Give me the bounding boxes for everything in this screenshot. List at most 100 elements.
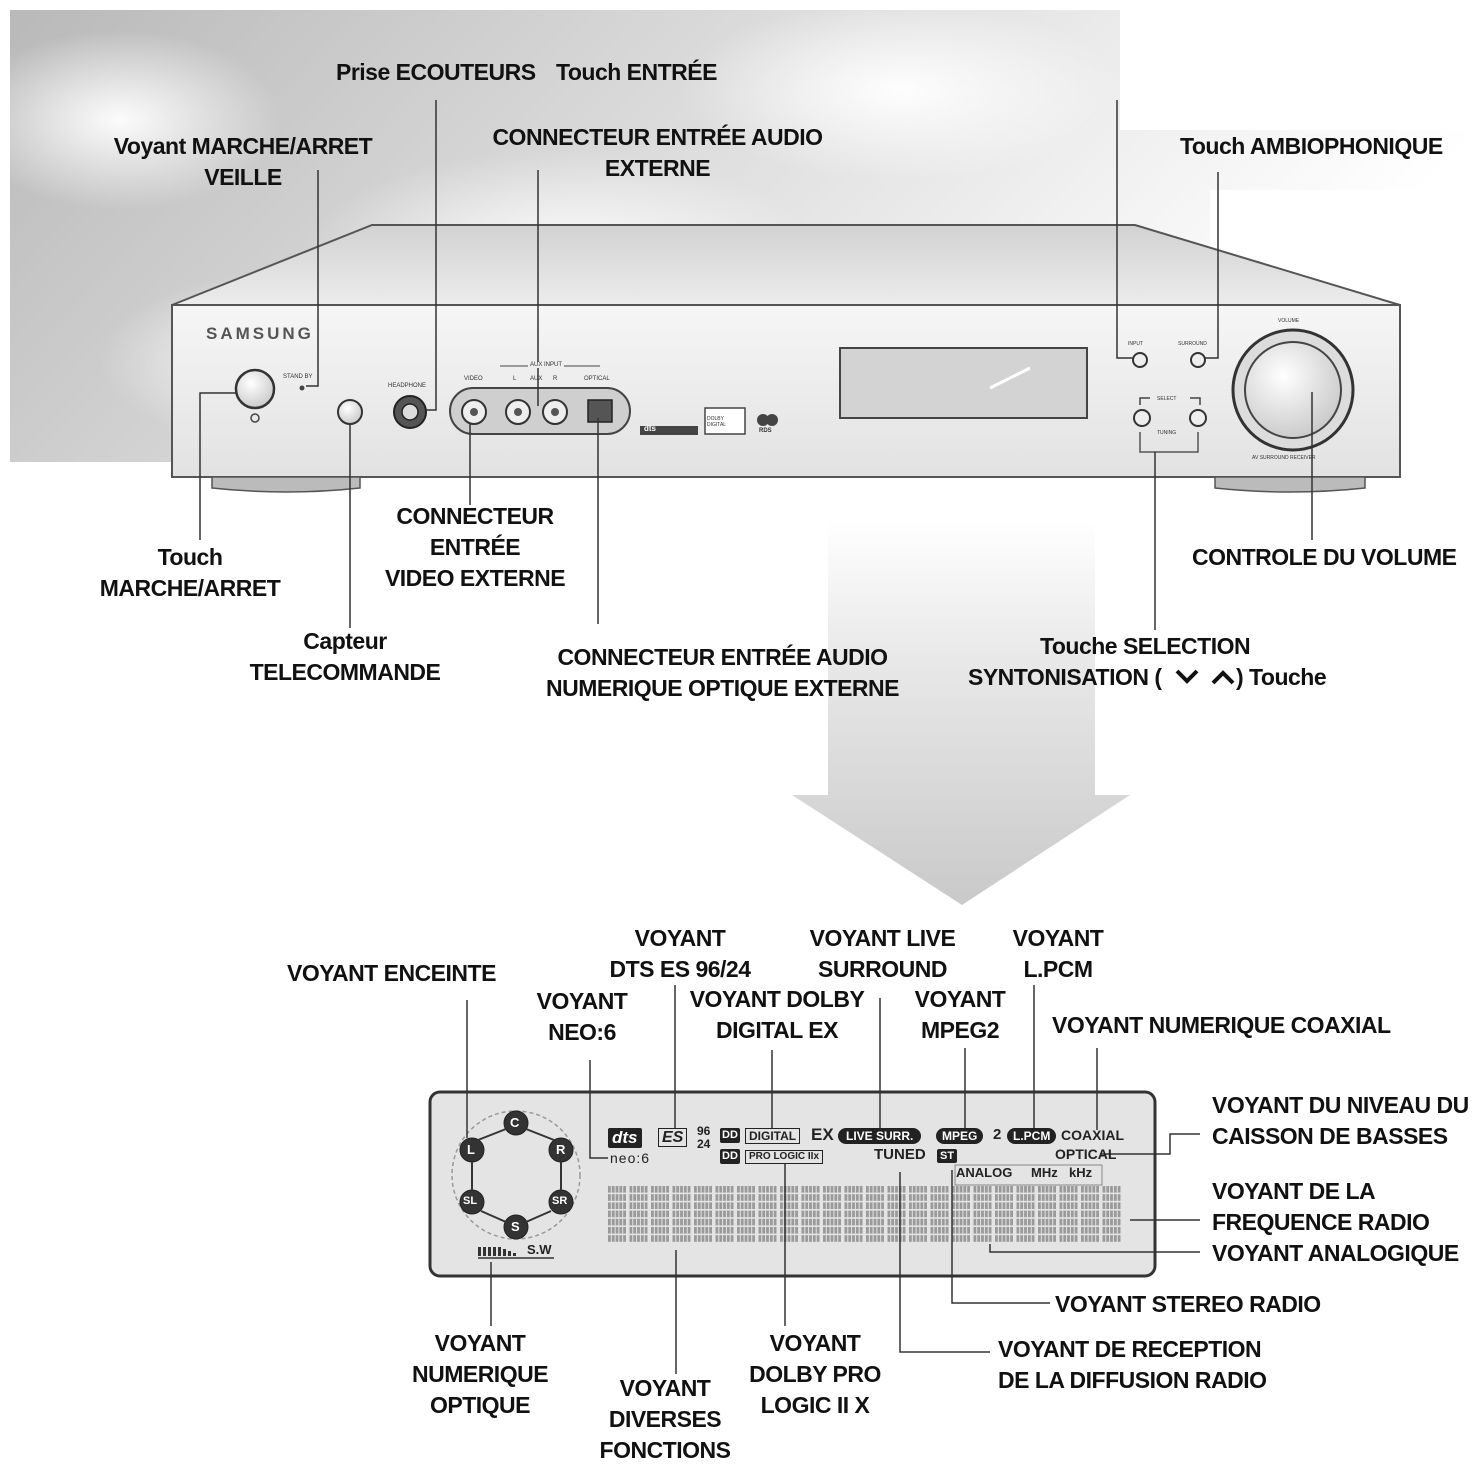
coaxial-indicator: COAXIAL <box>1061 1127 1124 1143</box>
dolby-pl-icon: DD <box>720 1149 740 1164</box>
lcd-leader-lines <box>466 985 1200 1374</box>
right-text: R <box>553 376 558 382</box>
speaker-l: L <box>467 1142 475 1157</box>
pro-logic-indicator: PRO LOGIC IIx <box>745 1150 824 1164</box>
optical-indicator-label: VOYANT NUMERIQUE OPTIQUE <box>411 1330 549 1418</box>
khz-indicator: kHz <box>1069 1165 1093 1180</box>
pro-logic-indicator-label: VOYANT DOLBY PRO LOGIC II X <box>749 1330 881 1418</box>
mpeg-indicator: MPEG <box>936 1128 984 1144</box>
surround-key-label: Touch AMBIOPHONIQUE <box>1180 133 1443 159</box>
speaker-lines <box>471 1128 562 1223</box>
speaker-sr: SR <box>552 1195 568 1207</box>
k24-indicator: 24 <box>697 1137 711 1151</box>
speaker-s: S <box>511 1219 520 1234</box>
aux-panel <box>449 387 631 435</box>
select-text: SELECT <box>1157 396 1177 402</box>
volume-text: VOLUME <box>1278 318 1300 324</box>
aux-text: AUX <box>530 376 543 382</box>
mpeg2-indicator-label: VOYANT MPEG2 <box>914 986 1006 1043</box>
receiver-foot <box>211 476 361 493</box>
mpeg-2-indicator: 2 <box>993 1126 1002 1143</box>
k96-indicator: 96 <box>697 1124 711 1138</box>
reception-indicator-label: VOYANT DE RECEPTION DE LA DIFFUSION RADI… <box>998 1336 1267 1393</box>
tuning-up-button <box>1189 409 1207 427</box>
subwoofer-level-indicator-label: VOYANT DU NIVEAU DU CAISSON DE BASSES <box>1212 1092 1469 1149</box>
aux-input-text: AUX INPUT <box>528 362 565 368</box>
power-icon <box>250 413 260 423</box>
surround-button <box>1190 352 1206 368</box>
tuning-keys-label-line2b: ) Touche <box>1236 664 1327 690</box>
tuning-down-button <box>1133 409 1151 427</box>
video-in-label: CONNECTEUR ENTRÉE VIDEO EXTERNE <box>384 503 566 591</box>
tuned-indicator: TUNED <box>874 1146 926 1163</box>
digital-indicator: DIGITAL <box>745 1128 801 1144</box>
tuning-keys-label-line1: Touche SELECTION <box>1040 633 1251 659</box>
subwoofer-level-bars <box>478 1247 516 1256</box>
lpcm-indicator: L.PCM <box>1007 1128 1057 1144</box>
dolby-ex-indicator-label: VOYANT DOLBY DIGITAL EX <box>689 986 865 1043</box>
neo6-indicator-label: VOYANT NEO:6 <box>536 988 628 1045</box>
left-text: L <box>513 376 517 382</box>
input-key-label: Touch ENTRÉE <box>556 59 717 85</box>
power-key-label: Touch MARCHE/ARRET <box>99 544 281 601</box>
optical-indicator: OPTICAL <box>1055 1146 1117 1162</box>
dot-matrix-display <box>608 1186 1121 1242</box>
tuning-text: TUNING <box>1157 430 1177 436</box>
dts-indicator: dts <box>608 1128 642 1148</box>
volume-control-label: CONTROLE DU VOLUME <box>1192 544 1457 570</box>
functions-indicator-label: VOYANT DIVERSES FONCTIONS <box>599 1375 731 1463</box>
receiver-foot <box>1214 476 1366 493</box>
dolby-dd-icon: DD <box>720 1128 740 1143</box>
down-arrow <box>792 520 1130 905</box>
dts-logo <box>640 426 698 435</box>
es-indicator: ES <box>658 1128 688 1147</box>
analog-indicator: ANALOG <box>956 1165 1013 1180</box>
input-button <box>1132 352 1148 368</box>
speaker-indicator-label: VOYANT ENCEINTE <box>287 960 496 986</box>
tuning-down-chevron-icon <box>1175 669 1199 684</box>
cloud <box>0 30 280 210</box>
input-text: INPUT <box>1128 341 1143 347</box>
front-display-window <box>839 347 1088 419</box>
speaker-c: C <box>510 1115 520 1130</box>
analog-indicator-label: VOYANT ANALOGIQUE <box>1212 1240 1459 1266</box>
receiver-top <box>171 224 1401 306</box>
model-text: AV SURROUND RECEIVER <box>1252 455 1316 461</box>
power-button <box>234 368 276 410</box>
speaker-sl: SL <box>463 1195 478 1207</box>
ex-indicator: EX <box>811 1125 834 1144</box>
stereo-indicator: ST <box>937 1149 958 1163</box>
subwoofer-text: S.W <box>527 1242 552 1257</box>
dolby-logo-text: DOLBY DIGITAL <box>707 416 727 428</box>
cloud <box>680 0 1120 180</box>
live-surround-indicator-label: VOYANT LIVE SURROUND <box>809 925 956 982</box>
dts-indicator-label: VOYANT DTS ES 96/24 <box>609 925 751 982</box>
aux-audio-label: CONNECTEUR ENTRÉE AUDIO EXTERNE <box>492 124 823 181</box>
tuning-up-chevron-icon <box>1211 670 1235 685</box>
video-text: VIDEO <box>464 376 483 382</box>
optical-jack <box>587 399 613 423</box>
headphone-jack-label: Prise ECOUTEURS <box>336 59 536 85</box>
dolby-logo <box>704 407 746 435</box>
brand-logo: SAMSUNG <box>206 324 314 343</box>
radio-frequency-indicator-label: VOYANT DE LA FREQUENCE RADIO <box>1212 1178 1430 1235</box>
standby-text: STAND BY <box>283 374 313 380</box>
optical-in-label: CONNECTEUR ENTRÉE AUDIO NUMERIQUE OPTIQU… <box>546 644 899 701</box>
neo6-indicator: neo:6 <box>610 1150 651 1166</box>
lpcm-indicator-label: VOYANT L.PCM <box>1012 925 1104 982</box>
tuning-keys-label-line2a: SYNTONISATION ( <box>968 664 1162 690</box>
receiver-front <box>171 304 1401 478</box>
dts-logo-text: dts <box>644 424 656 433</box>
rds-logo <box>757 414 769 426</box>
headphone-text: HEADPHONE <box>388 383 427 389</box>
remote-sensor-label: Capteur TELECOMMANDE <box>249 628 441 685</box>
rds-logo-text: RDS <box>759 428 772 434</box>
mhz-indicator: MHz <box>1031 1165 1058 1180</box>
coaxial-indicator-label: VOYANT NUMERIQUE COAXIAL <box>1052 1012 1391 1038</box>
speaker-r: R <box>556 1142 566 1157</box>
standby-led <box>299 385 305 391</box>
standby-led-label: Voyant MARCHE/ARRET VEILLE <box>113 133 373 190</box>
stereo-radio-indicator-label: VOYANT STEREO RADIO <box>1055 1291 1321 1317</box>
volume-knob <box>1244 341 1342 439</box>
